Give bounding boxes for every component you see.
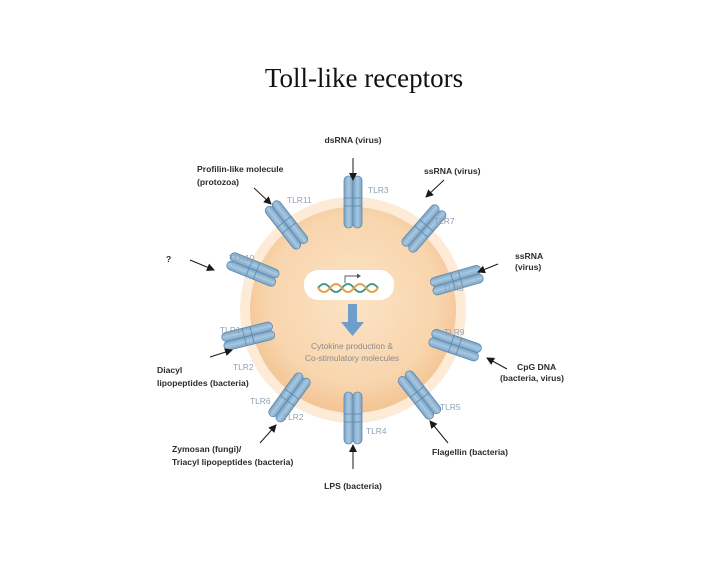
receptor-tlr11-label: TLR11 [287, 195, 312, 205]
receptor-tlr9-label: TLR9 [444, 327, 465, 337]
dna-icon [317, 283, 379, 293]
receptor-tlr1-2-label-2: TLR2 [233, 362, 254, 372]
ligand-arrow-tlr8 [477, 263, 499, 274]
ligand-tlr9-line-2: (bacteria, virus) [500, 373, 564, 383]
receptor-tlr3-icon [343, 175, 363, 229]
slide-title: Toll-like receptors [264, 63, 464, 93]
ligand-arrow-tlr10 [189, 259, 215, 271]
receptor-tlr6-2-label: TLR6 [250, 396, 271, 406]
receptor-tlr6-2-label-2: TLR2 [283, 412, 304, 422]
ligand-tlr6-2-line-2: Triacyl lipopeptides (bacteria) [172, 457, 293, 467]
receptor-tlr1-2-label: TLR1 [220, 325, 241, 335]
receptor-tlr7: TLR7 ssRNA (virus) [401, 166, 481, 253]
receptor-tlr3: TLR3 dsRNA (virus) [325, 135, 389, 229]
receptor-layer: TLR3 dsRNA (virus) TLR7 ssRNA (virus) TLR8 ss… [157, 135, 564, 491]
receptor-tlr7-label: TLR7 [434, 216, 455, 226]
signal-arrow-icon [341, 304, 364, 336]
ligand-tlr1-2-line-2: lipopeptides (bacteria) [157, 378, 249, 388]
receptor-tlr6-2-icon [268, 372, 311, 423]
receptor-tlr10: TLR10? [166, 252, 280, 287]
ligand-tlr9-line-1: CpG DNA [517, 362, 556, 372]
ligand-tlr7-line-1: ssRNA (virus) [424, 166, 481, 176]
ligand-arrow-tlr1-2 [209, 348, 233, 358]
receptor-tlr8: TLR8 ssRNA(virus) [429, 251, 543, 296]
ligand-tlr11-line-2: (protozoa) [197, 177, 239, 187]
ligand-tlr5-line-1: Flagellin (bacteria) [432, 447, 508, 457]
receptor-tlr9-icon [428, 329, 482, 362]
receptor-tlr4-label: TLR4 [366, 426, 387, 436]
ligand-tlr11-line-1: Profilin-like molecule [197, 164, 284, 174]
ligand-arrow-tlr9 [486, 357, 508, 370]
ligand-arrow-tlr7 [425, 179, 445, 198]
transcription-arrow-icon [344, 273, 361, 283]
receptor-tlr10-label: TLR10 [229, 253, 254, 263]
receptor-tlr7-icon [401, 204, 447, 253]
ligand-arrow-tlr6-2 [259, 424, 277, 444]
receptor-tlr11: TLR11 Profilin-like molecule (protozoa) [197, 164, 312, 250]
ligand-arrow-tlr11 [253, 187, 272, 205]
ligand-tlr8-line-1: ssRNA [515, 251, 543, 261]
receptor-tlr8-icon [429, 265, 484, 296]
ligand-tlr1-2-line-1: Diacyl [157, 365, 182, 375]
receptor-tlr5-icon [397, 370, 442, 420]
ligand-tlr3-line-1: dsRNA (virus) [325, 135, 382, 145]
ligand-tlr8-line-2: (virus) [515, 262, 541, 272]
receptor-tlr5-label: TLR5 [440, 402, 461, 412]
ligand-tlr4-line-1: LPS (bacteria) [324, 481, 382, 491]
ligand-tlr6-2-line-1: Zymosan (fungi)/ [172, 444, 242, 454]
ligand-tlr10-line-1: ? [166, 254, 171, 264]
receptor-tlr8-label: TLR8 [443, 283, 464, 293]
receptor-tlr1-2-icon [221, 321, 276, 351]
center-text-line2: Co-stimulatory molecules [305, 353, 399, 363]
center-text-line1: Cytokine production & [311, 341, 393, 351]
receptor-tlr3-label: TLR3 [368, 185, 389, 195]
receptor-tlr11-icon [264, 200, 309, 250]
receptor-tlr4-icon [343, 391, 363, 445]
ligand-arrow-tlr5 [429, 420, 449, 444]
receptor-tlr10-icon [226, 252, 280, 287]
